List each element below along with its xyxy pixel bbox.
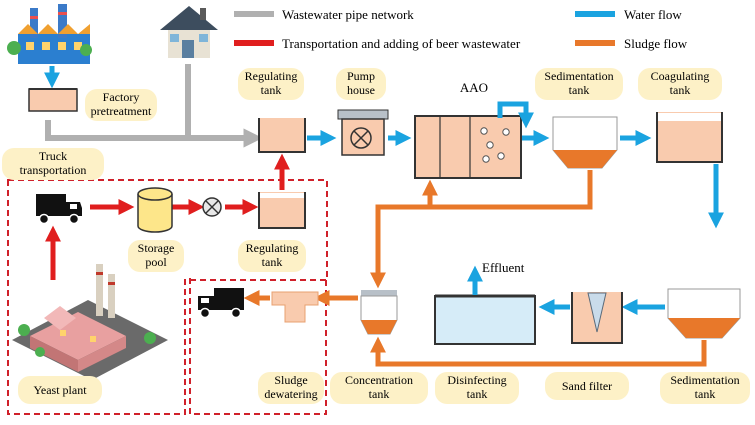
- legend-pipe-label: Wastewater pipe network: [282, 7, 414, 22]
- truck-transportation-label: Truck transportation: [2, 148, 104, 180]
- sedimentation-tank-bottom-label: Sedimentation tank: [660, 372, 750, 404]
- aeration-bubbles: [480, 127, 510, 163]
- svg-text:Concentration: Concentration: [345, 373, 413, 387]
- disinfecting-tank: [434, 295, 536, 345]
- yeast-plant-label: Yeast plant: [18, 376, 102, 404]
- svg-text:tank: tank: [369, 387, 390, 401]
- svg-text:Regulating: Regulating: [246, 241, 299, 255]
- house-icon: [160, 6, 218, 58]
- effluent-label: Effluent: [482, 260, 525, 275]
- svg-text:tank: tank: [262, 255, 283, 269]
- svg-text:house: house: [347, 83, 375, 97]
- svg-text:Storage: Storage: [138, 241, 175, 255]
- svg-text:Truck: Truck: [39, 149, 67, 163]
- svg-text:Coagulating: Coagulating: [651, 69, 710, 83]
- svg-text:Yeast plant: Yeast plant: [33, 383, 87, 397]
- sludge-dewatering-unit: [271, 291, 319, 323]
- concentration-tank-label: Concentration tank: [330, 372, 428, 404]
- wastewater-pipes: [45, 64, 263, 148]
- factory-icon: [7, 4, 92, 64]
- aao-label: AAO: [460, 80, 488, 95]
- sand-filter-label: Sand filter: [545, 372, 629, 400]
- svg-text:pool: pool: [145, 255, 167, 269]
- regulating-tank-top-label: Regulating tank: [238, 68, 304, 100]
- legend-beer-label: Transportation and adding of beer wastew…: [282, 36, 521, 51]
- sludge-flows: [243, 170, 707, 367]
- svg-text:pretreatment: pretreatment: [91, 104, 152, 118]
- disinfecting-tank-label: Disinfecting tank: [435, 372, 519, 404]
- pump-house-roof: [337, 109, 389, 120]
- svg-text:tank: tank: [467, 387, 488, 401]
- coagulating-tank-label: Coagulating tank: [638, 68, 722, 100]
- svg-text:Sedimentation: Sedimentation: [544, 69, 613, 83]
- svg-text:tank: tank: [569, 83, 590, 97]
- svg-text:tank: tank: [261, 83, 282, 97]
- svg-text:Disinfecting: Disinfecting: [447, 373, 506, 387]
- pump-icon: [350, 127, 372, 149]
- legend-sludge-label: Sludge flow: [624, 36, 688, 51]
- beer-flows: [44, 153, 291, 280]
- beer-pump-icon: [202, 197, 222, 217]
- sludge-dewatering-label: Sludge dewatering: [258, 372, 324, 404]
- svg-text:Regulating: Regulating: [245, 69, 298, 83]
- aao-reactor: [414, 115, 522, 179]
- svg-text:Sludge: Sludge: [274, 373, 307, 387]
- beer-region-border: [7, 179, 328, 415]
- svg-text:Factory: Factory: [103, 90, 140, 104]
- svg-text:dewatering: dewatering: [264, 387, 317, 401]
- storage-pool-icon: [137, 187, 173, 233]
- dewatering-region-border: [189, 278, 327, 415]
- yeast-plant-icon: [12, 264, 168, 380]
- beer-truck-icon: [36, 194, 82, 225]
- sedimentation-tank-top-label: Sedimentation tank: [535, 68, 623, 100]
- legend-water-label: Water flow: [624, 7, 682, 22]
- svg-text:transportation: transportation: [20, 163, 87, 177]
- factory-pretreatment-tank: [28, 88, 78, 112]
- factory-pretreatment-label: Factory pretreatment: [85, 89, 157, 121]
- svg-text:tank: tank: [695, 387, 716, 401]
- svg-text:Sedimentation: Sedimentation: [670, 373, 739, 387]
- storage-pool-label: Storage pool: [128, 240, 184, 272]
- legend: Wastewater pipe network Transportation a…: [234, 7, 688, 51]
- aao-recycle-arrow: [497, 101, 535, 129]
- pump-house-label: Pump house: [336, 68, 386, 100]
- svg-text:Sand filter: Sand filter: [562, 379, 612, 393]
- svg-text:Pump: Pump: [347, 69, 375, 83]
- svg-text:tank: tank: [670, 83, 691, 97]
- filter-cone-icon: [587, 292, 607, 333]
- sludge-truck-icon: [198, 288, 244, 319]
- regulating-tank-bottom-label: Regulating tank: [238, 240, 306, 272]
